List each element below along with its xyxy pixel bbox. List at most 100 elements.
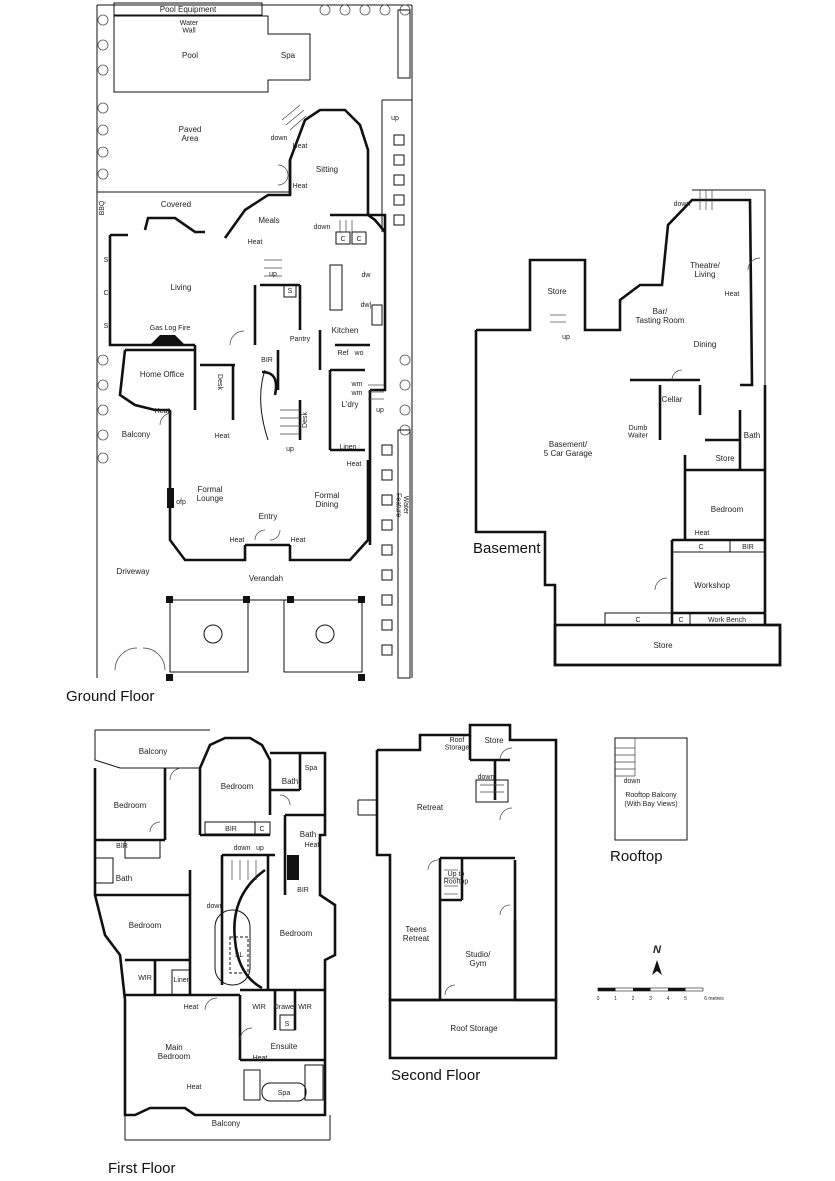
- label-s-3: S: [288, 288, 293, 295]
- label-bedroom-first-1: Bedroom: [114, 801, 147, 810]
- rooftop-plan: [614, 737, 688, 841]
- label-wir-first-3: WIR: [298, 1004, 312, 1011]
- label-bath-basement: Bath: [744, 431, 760, 440]
- label-c-3: C: [356, 236, 361, 243]
- label-bir-first-2: BIR: [116, 843, 128, 850]
- label-laundry: L'dry: [341, 400, 358, 409]
- label-up-2: up: [286, 446, 294, 453]
- scale-tick-2: 2: [632, 996, 635, 1002]
- label-heat-8: Heat: [291, 537, 306, 544]
- label-ofp: ofp: [176, 499, 186, 506]
- scale-tick-6: 6 metres: [704, 996, 724, 1002]
- label-bedroom-basement: Bedroom: [711, 505, 744, 514]
- planter-boxes: [381, 9, 411, 656]
- rooftop-title: Rooftop: [610, 848, 663, 865]
- garden-trees: [97, 4, 411, 464]
- label-ref: Ref: [338, 350, 349, 357]
- label-rooftop-balcony: Rooftop Balcony: [625, 792, 677, 799]
- label-store-basement-3: Store: [653, 641, 673, 650]
- label-bedroom-first-4: Bedroom: [280, 929, 313, 938]
- label-bir-first-1: BIR: [225, 826, 237, 833]
- label-s-1: S: [104, 257, 109, 264]
- label-bar: Bar/Tasting Room: [636, 307, 685, 325]
- ground-floor-plan: [96, 2, 413, 681]
- label-wir-first-1: WIR: [138, 975, 152, 982]
- label-heat-3: Heat: [248, 239, 263, 246]
- label-kitchen: Kitchen: [332, 326, 359, 335]
- label-bath-first-3: Bath: [116, 874, 132, 883]
- label-basement-garage: Basement/5 Car Garage: [544, 440, 593, 458]
- label-store-basement-2: Store: [715, 454, 735, 463]
- second-floor-title: Second Floor: [391, 1067, 480, 1084]
- label-bedroom-first-3: Bedroom: [129, 921, 162, 930]
- label-up-3: up: [376, 407, 384, 414]
- label-bir-first-3: BIR: [297, 887, 309, 894]
- label-pantry: Pantry: [290, 336, 311, 343]
- basement-plan: [474, 189, 782, 667]
- label-s-2: S: [104, 323, 109, 330]
- basement-title: Basement: [473, 540, 541, 557]
- label-c-basement-2: C: [635, 617, 640, 624]
- label-meals: Meals: [258, 216, 279, 225]
- label-bath-first-2: Bath: [300, 830, 316, 839]
- label-bath-first-1: Bath: [282, 777, 298, 786]
- label-store-second: Store: [484, 736, 504, 745]
- label-studio-gym: Studio/Gym: [466, 950, 492, 968]
- label-s-first: S: [285, 1021, 290, 1028]
- label-ensuite: Ensuite: [271, 1042, 298, 1051]
- label-heat-5: Heat: [215, 433, 230, 440]
- label-heat-basement-1: Heat: [725, 291, 740, 298]
- label-bay-views: (With Bay Views): [624, 801, 677, 808]
- label-wo: wo: [354, 350, 364, 357]
- label-work-bench: Work Bench: [708, 617, 746, 624]
- label-store-basement: Store: [547, 287, 567, 296]
- label-c-first: C: [259, 826, 264, 833]
- label-balcony-first-top: Balcony: [139, 747, 167, 756]
- label-down-first-1: down: [234, 845, 251, 852]
- label-covered: Covered: [161, 200, 191, 209]
- scale-tick-3: 3: [649, 996, 652, 1002]
- label-pool-equipment: Pool Equipment: [160, 5, 217, 14]
- label-entry: Entry: [259, 512, 278, 521]
- label-cellar: Cellar: [662, 395, 683, 404]
- label-down-second: down: [478, 774, 495, 781]
- label-sl: SL: [235, 952, 244, 959]
- compass-north-label: N: [653, 944, 662, 956]
- label-heat-2: Heat: [293, 183, 308, 190]
- scale-tick-1: 1: [614, 996, 617, 1002]
- label-balcony-first-bottom: Balcony: [212, 1119, 240, 1128]
- label-down-first-2: down: [207, 903, 224, 910]
- label-water-feature: WaterFeature: [394, 493, 409, 517]
- label-c-2: C: [340, 236, 345, 243]
- second-floor-plan: [357, 723, 558, 1060]
- label-up-4: up: [391, 115, 399, 122]
- label-drawer: Drawer: [274, 1004, 297, 1011]
- label-bir-ground: BIR: [261, 357, 273, 364]
- label-home-office: Home Office: [140, 370, 185, 379]
- label-bbq: BBQ: [99, 200, 106, 215]
- label-heat-first-1: Heat: [305, 842, 320, 849]
- label-down-2: down: [314, 224, 331, 231]
- label-spa-first-1: Spa: [305, 765, 318, 772]
- label-dw-2: dw|: [361, 302, 372, 309]
- ground-floor-title: Ground Floor: [66, 688, 154, 705]
- label-wm-1: wm: [351, 381, 363, 388]
- label-c-basement-3: C: [678, 617, 683, 624]
- label-balcony-ground: Balcony: [122, 430, 150, 439]
- label-verandah: Verandah: [249, 574, 283, 583]
- label-workshop: Workshop: [694, 581, 730, 590]
- label-heat-basement-2: Heat: [695, 530, 710, 537]
- label-bir-basement: BIR: [742, 544, 754, 551]
- label-heat-6: Heat: [347, 461, 362, 468]
- label-heat-1: Heat: [293, 143, 308, 150]
- label-pool: Pool: [182, 51, 198, 60]
- label-heat-first-3: Heat: [253, 1055, 268, 1062]
- label-down-rooftop: down: [624, 778, 641, 785]
